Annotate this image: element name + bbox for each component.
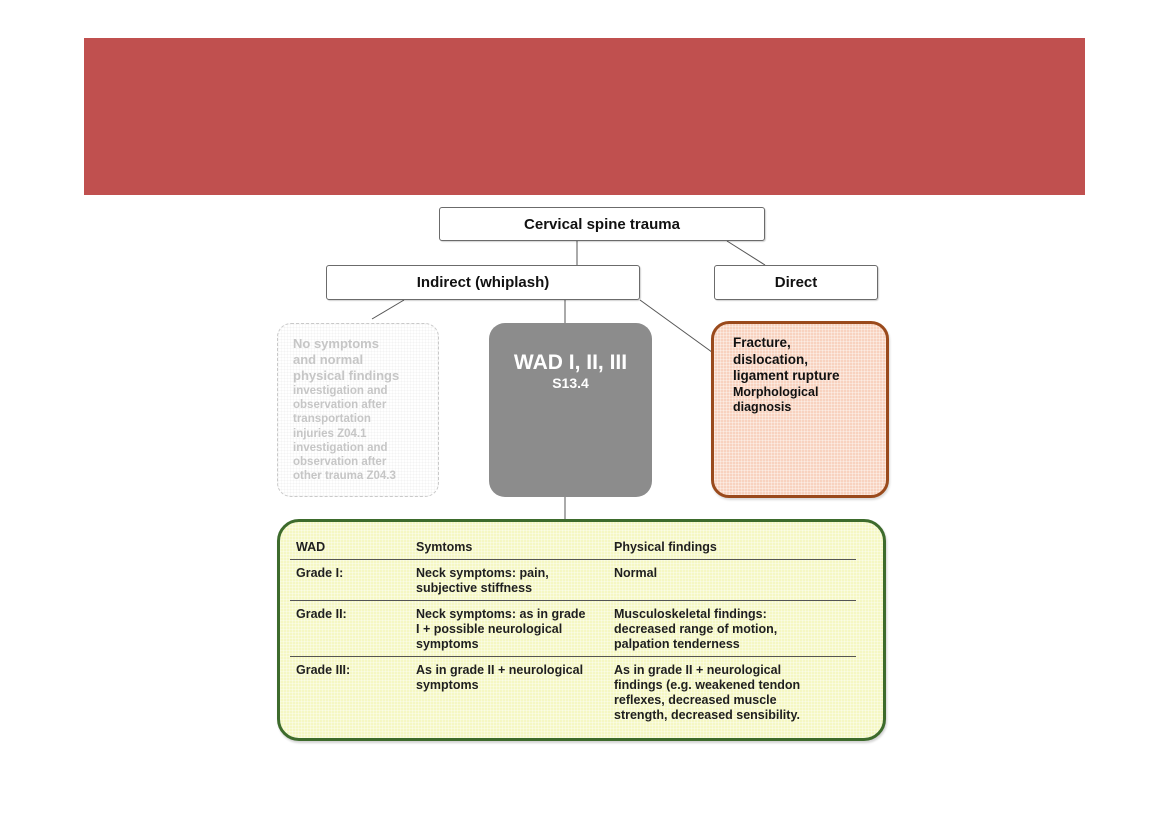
no-symptoms-heading-line: and normal [293, 352, 364, 367]
no-symptoms-detail-line: investigation and [293, 385, 388, 397]
node-indirect-whiplash: Indirect (whiplash) [326, 265, 640, 300]
fracture-detail-line: Morphological [733, 384, 819, 399]
no-symptoms-detail-line: injuries Z04.1 [293, 427, 367, 440]
node-cervical-spine-trauma: Cervical spine trauma [439, 207, 765, 241]
connector-root-direct [726, 240, 766, 266]
node-direct: Direct [714, 265, 878, 300]
fracture-box: Fracture, dislocation, ligament rupture … [711, 321, 889, 498]
symptoms-line: subjective stiffness [416, 581, 533, 595]
table-row: Grade II: Neck symptoms: as in grade I +… [290, 601, 856, 657]
symptoms-line: Neck symptoms: pain, [416, 566, 549, 580]
symptoms-line: symptoms [416, 637, 479, 651]
no-symptoms-heading-line: No symptoms [293, 336, 379, 351]
findings-line: As in grade II + neurological [614, 663, 782, 677]
findings-line: strength, decreased sensibility. [614, 708, 800, 722]
symptoms-line: symptoms [416, 678, 479, 692]
table-header-row: WAD Symtoms Physical findings [290, 534, 856, 560]
no-symptoms-detail-line: other trauma Z04.3 [293, 470, 396, 483]
symptoms-cell: Neck symptoms: pain, subjective stiffnes… [412, 560, 610, 601]
header-symptoms: Symtoms [416, 540, 473, 554]
no-symptoms-box: No symptoms and normal physical findings… [277, 323, 439, 497]
wad-box: WAD I, II, III S13.4 [489, 323, 652, 497]
no-symptoms-detail-line: observation after [293, 456, 387, 469]
no-symptoms-detail-line: observation after [293, 399, 387, 412]
findings-line: reflexes, decreased muscle [614, 693, 777, 707]
findings-line: palpation tenderness [614, 637, 740, 651]
table-row: Grade III: As in grade II + neurological… [290, 657, 856, 728]
title-banner [84, 38, 1085, 195]
symptoms-line: I + possible neurological [416, 622, 563, 636]
table-row: Grade I: Neck symptoms: pain, subjective… [290, 560, 856, 601]
findings-line: findings (e.g. weakened tendon [614, 678, 801, 692]
fracture-heading-line: Fracture, [733, 335, 791, 350]
header-physical-findings: Physical findings [614, 540, 717, 554]
fracture-detail-line: diagnosis [733, 400, 792, 414]
no-symptoms-heading-line: physical findings [293, 368, 400, 383]
no-symptoms-detail-line: investigation and [293, 441, 388, 454]
findings-line: Musculoskeletal findings: [614, 607, 767, 621]
wad-grade-table: WAD Symtoms Physical findings Grade I: N… [290, 534, 856, 727]
grade-cell: Grade III: [296, 663, 351, 677]
findings-line: decreased range of motion, [614, 622, 778, 636]
wad-grade-table-box: WAD Symtoms Physical findings Grade I: N… [277, 519, 886, 741]
symptoms-cell: Neck symptoms: as in grade I + possible … [412, 601, 610, 657]
no-symptoms-detail-line: transportation [293, 413, 371, 426]
symptoms-line: As in grade II + neurological [416, 663, 584, 677]
symptoms-cell: As in grade II + neurological symptoms [412, 657, 610, 728]
wad-title: WAD I, II, III [513, 351, 628, 374]
findings-cell: Normal [610, 560, 856, 601]
findings-cell: Musculoskeletal findings: decreased rang… [610, 601, 856, 657]
grade-cell: Grade I: [296, 566, 344, 580]
grade-cell: Grade II: [296, 607, 347, 621]
connector-indirect-nosymptoms [371, 299, 405, 320]
header-wad: WAD [296, 540, 326, 554]
findings-line: Normal [614, 566, 658, 580]
fracture-heading-line: dislocation, [733, 351, 809, 367]
wad-code: S13.4 [552, 375, 589, 391]
fracture-heading-line: ligament rupture [733, 368, 840, 383]
findings-cell: As in grade II + neurological findings (… [610, 657, 856, 728]
symptoms-line: Neck symptoms: as in grade [416, 607, 586, 621]
